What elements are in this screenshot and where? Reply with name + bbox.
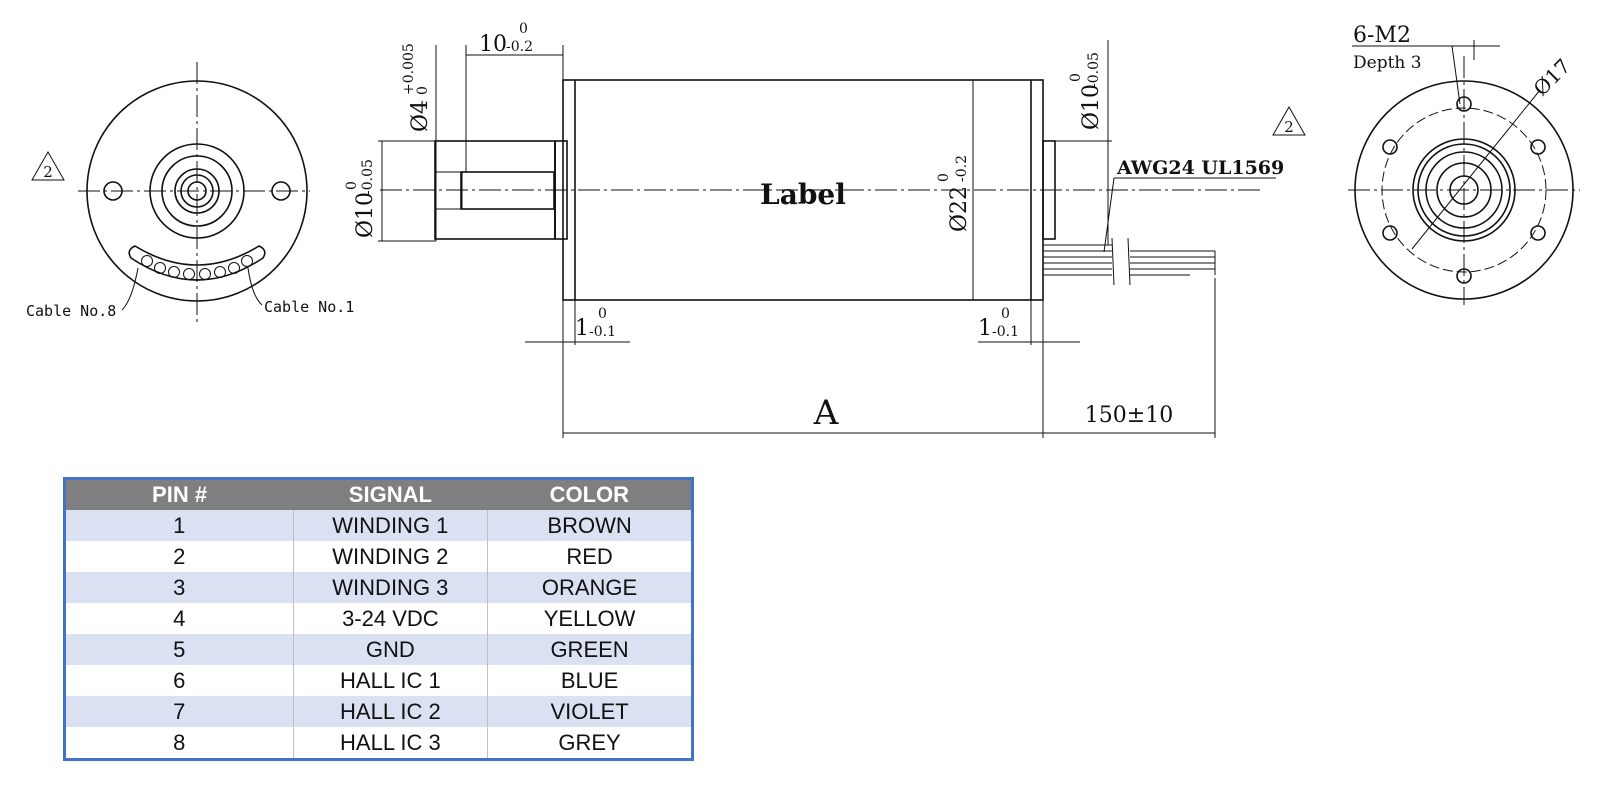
- color-cell: RED: [487, 541, 693, 572]
- thread-depth: Depth 3: [1353, 53, 1422, 73]
- pin-cell: 3: [64, 572, 294, 603]
- dim-front-flange: 1: [575, 316, 589, 341]
- dim-shaft-dia: Ø4: [408, 100, 433, 132]
- left-end-view: 2 Cable No.8 Cable No.1: [26, 62, 354, 322]
- dim-front-boss-tol-lower: -0.05: [360, 159, 376, 195]
- left-mounting-hole: [103, 181, 123, 201]
- side-view: 10 0 -0.2 Ø4 +0.005 0 Ø10 0 -0.05 Label …: [344, 21, 1284, 438]
- cable-no-8-label: Cable No.8: [26, 302, 116, 320]
- right-mounting-hole: [271, 181, 291, 201]
- warning-triangle-icon: [1272, 105, 1306, 136]
- signal-cell: WINDING 2: [292, 541, 488, 572]
- dim-rear-boss-dia: Ø10: [1079, 84, 1104, 130]
- signal-cell: HALL IC 3: [292, 727, 488, 760]
- left-warning-number: 2: [43, 163, 53, 181]
- pin-cell: 4: [64, 603, 294, 634]
- cable-bundle: [1043, 237, 1216, 286]
- dim-cable-length: 150±10: [1085, 403, 1173, 428]
- pin-cell: 1: [64, 510, 294, 541]
- color-cell: GREEN: [487, 634, 693, 665]
- pin-cell: 8: [64, 727, 294, 760]
- dim-front-boss-dia: Ø10: [353, 192, 378, 238]
- dim-shaft-dia-tol-lower: 0: [415, 86, 431, 95]
- dim-rear-boss-tol-upper: 0: [1068, 73, 1084, 82]
- signal-cell: WINDING 3: [292, 572, 488, 603]
- pin-cell: 6: [64, 665, 294, 696]
- color-cell: BROWN: [487, 510, 693, 541]
- rear-boss: [1042, 140, 1056, 240]
- header-color: COLOR: [487, 478, 693, 510]
- pin-cell: 7: [64, 696, 294, 727]
- dim-body-length: A: [813, 393, 839, 433]
- cable-no-1-label: Cable No.1: [264, 298, 354, 316]
- right-warning-number: 2: [1284, 118, 1294, 136]
- dim-rear-flange-tol-lower: -0.1: [992, 324, 1019, 340]
- color-cell: ORANGE: [487, 572, 693, 603]
- dim-rear-flange: 1: [978, 316, 992, 341]
- threaded-holes: [1382, 96, 1546, 284]
- dim-front-flange-tol-lower: -0.1: [589, 324, 616, 340]
- shaft: [460, 171, 555, 210]
- cable-spec-label: AWG24 UL1569: [1116, 157, 1284, 179]
- table-row: 7 HALL IC 2 VIOLET: [64, 696, 693, 727]
- table-row: 6 HALL IC 1 BLUE: [64, 665, 693, 696]
- right-outer-circle: [1354, 80, 1574, 300]
- dim-body-tol-upper: 0: [936, 173, 952, 182]
- pin-table: PIN # SIGNAL COLOR 1 WINDING 1 BROWN 2 W…: [63, 477, 694, 761]
- body-label-text: Label: [760, 178, 846, 211]
- pin-cell: 2: [64, 541, 294, 572]
- signal-cell: HALL IC 2: [292, 696, 488, 727]
- dim-front-boss-tol-upper: 0: [344, 181, 360, 190]
- signal-cell: HALL IC 1: [292, 665, 488, 696]
- color-cell: GREY: [487, 727, 693, 760]
- pin-table-header-row: PIN # SIGNAL COLOR: [64, 478, 693, 510]
- dim-shaft-length: 10: [479, 32, 507, 57]
- dim-rear-boss-tol-lower: -0.05: [1086, 52, 1102, 88]
- bolt-circle-dia: Ø17: [1529, 54, 1576, 101]
- header-pin: PIN #: [64, 478, 294, 510]
- table-row: 3 WINDING 3 ORANGE: [64, 572, 693, 603]
- signal-cell: WINDING 1: [292, 510, 488, 541]
- table-row: 4 3-24 VDC YELLOW: [64, 603, 693, 634]
- table-row: 8 HALL IC 3 GREY: [64, 727, 693, 760]
- dim-shaft-dia-tol-upper: +0.005: [401, 43, 417, 95]
- dim-front-flange-tol-upper: 0: [598, 306, 607, 322]
- color-cell: VIOLET: [487, 696, 693, 727]
- left-outer-circle: [86, 80, 308, 302]
- color-cell: BLUE: [487, 665, 693, 696]
- thread-spec: 6-M2: [1353, 23, 1411, 48]
- table-row: 5 GND GREEN: [64, 634, 693, 665]
- signal-cell: 3-24 VDC: [292, 603, 488, 634]
- dim-rear-flange-tol-upper: 0: [1001, 306, 1010, 322]
- dim-body-dia: Ø22: [947, 186, 972, 232]
- dim-body-tol-lower: -0.2: [954, 155, 970, 182]
- motor-technical-drawing: 2 Cable No.8 Cable No.1: [26, 21, 1580, 438]
- table-row: 2 WINDING 2 RED: [64, 541, 693, 572]
- table-row: 1 WINDING 1 BROWN: [64, 510, 693, 541]
- dim-shaft-length-tol-upper: 0: [519, 21, 528, 37]
- signal-cell: GND: [292, 634, 488, 665]
- warning-triangle-icon: [31, 150, 65, 181]
- dim-shaft-length-tol-lower: -0.2: [506, 39, 533, 55]
- cable-cores: [141, 255, 253, 280]
- pin-cell: 5: [64, 634, 294, 665]
- right-end-view: Ø17 6-M2 Depth 3 2: [1272, 23, 1580, 305]
- header-signal: SIGNAL: [293, 478, 488, 510]
- color-cell: YELLOW: [487, 603, 693, 634]
